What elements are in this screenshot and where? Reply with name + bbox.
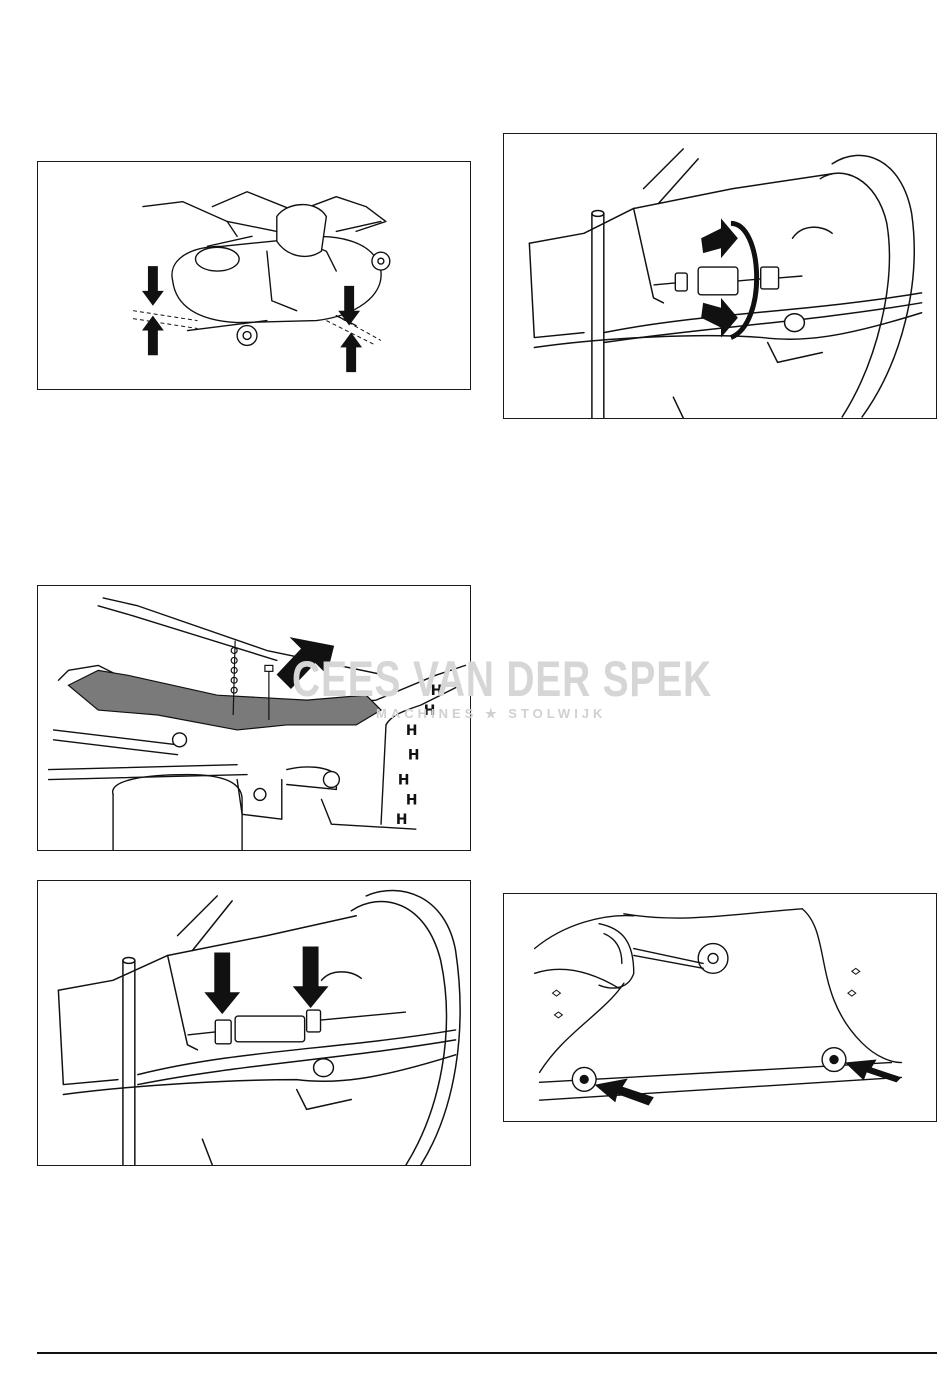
footer-rule <box>37 1352 937 1354</box>
arrow-pointer-left <box>595 1078 654 1105</box>
svg-text:H: H <box>398 772 410 788</box>
arrow-down-left <box>204 952 240 1014</box>
figure-rod-nuts <box>37 880 471 1166</box>
svg-text:H: H <box>408 748 420 764</box>
arrow-down-left <box>142 266 164 306</box>
arrow-rotate-bottom <box>701 298 738 338</box>
arrow-up-left <box>142 316 164 356</box>
deck-bolts-illustration <box>504 894 936 1121</box>
svg-text:H: H <box>396 812 408 828</box>
figure-deck-height-adjust <box>37 161 471 390</box>
svg-text:H: H <box>424 703 436 719</box>
arrow-pointer <box>277 637 335 689</box>
svg-text:H: H <box>406 723 418 739</box>
rod-nuts-illustration <box>38 881 470 1165</box>
svg-text:H: H <box>406 792 418 808</box>
arrow-down-right <box>293 947 329 1009</box>
deck-pin-illustration: HHH HHH H <box>38 586 470 850</box>
turnbuckle-illustration <box>504 134 936 418</box>
arrow-up-right <box>340 332 362 372</box>
figure-deck-bolts <box>503 893 937 1122</box>
svg-text:H: H <box>431 683 443 699</box>
deck-illustration <box>38 162 470 389</box>
figure-turnbuckle-rotate <box>503 133 937 419</box>
